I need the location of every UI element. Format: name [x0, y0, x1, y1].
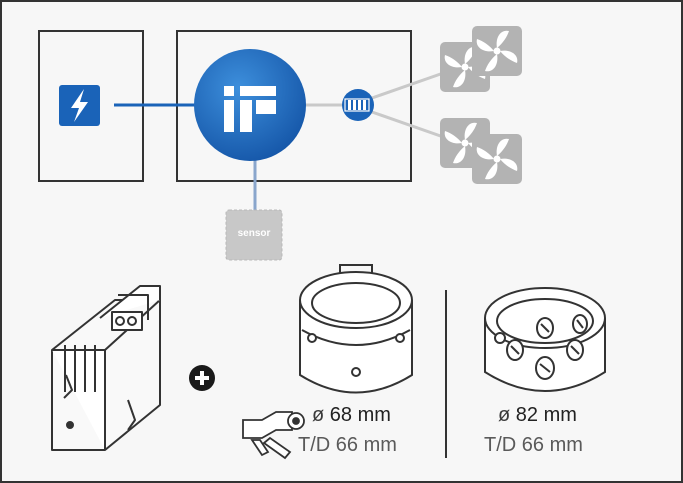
diameter-label-box1: ø 68 mm — [312, 404, 391, 427]
tool-icon — [242, 411, 305, 460]
wire-bus-to-fans-bottom — [371, 110, 453, 142]
diameter-value: 68 mm — [329, 404, 391, 426]
controller-logo-icon — [194, 49, 306, 161]
diameter-value: 82 mm — [515, 404, 577, 426]
wire-bus-to-fans-top — [371, 68, 453, 100]
depth-label-box1: T/D 66 mm — [298, 434, 397, 456]
lightning-icon — [59, 85, 100, 126]
sensor-label: sensor — [237, 228, 271, 239]
fan-icon — [472, 26, 522, 76]
diameter-symbol: ø — [312, 404, 325, 426]
sensor-icon — [225, 209, 283, 261]
din-rail-device-icon — [51, 285, 161, 451]
bus-module-icon — [342, 89, 374, 121]
diameter-symbol: ø — [498, 404, 511, 426]
flush-box-icon — [299, 264, 413, 394]
depth-label-box2: T/D 66 mm — [484, 434, 583, 456]
plus-icon — [189, 365, 215, 391]
fan-icon — [472, 134, 522, 184]
diameter-label-box2: ø 82 mm — [498, 404, 577, 427]
flush-box-icon — [484, 287, 606, 392]
